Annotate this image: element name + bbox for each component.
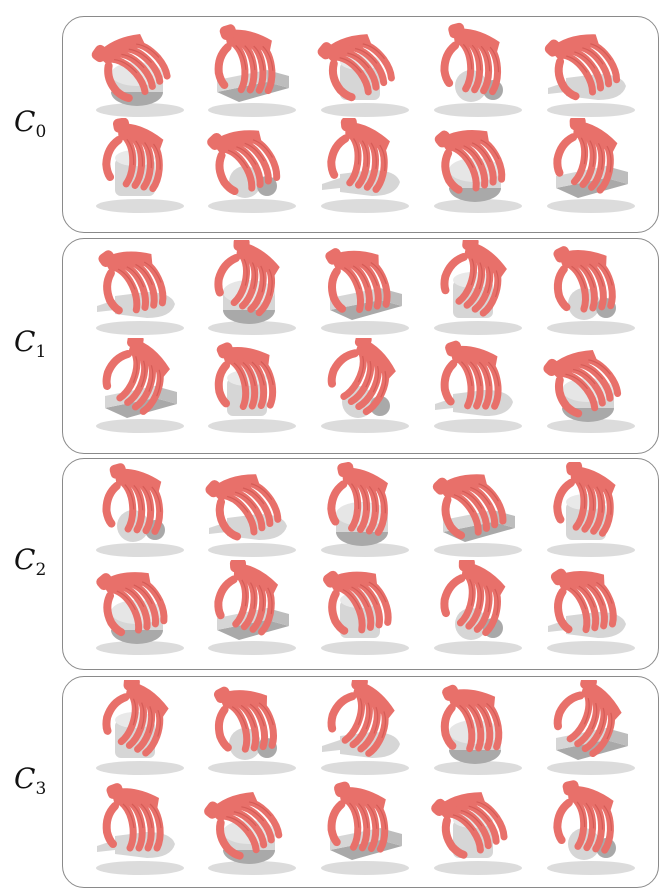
grasp-render-2-1-3 xyxy=(423,560,533,660)
grasp-render-3-1-0 xyxy=(85,780,195,880)
grasp-render-3-0-1 xyxy=(197,680,307,780)
grasp-render-2-1-1 xyxy=(197,560,307,660)
cluster-label-3: C3 xyxy=(14,762,47,799)
grasp-render-0-1-4 xyxy=(536,118,646,218)
grasp-render-1-1-3 xyxy=(423,338,533,438)
grasp-render-0-1-2 xyxy=(310,118,420,218)
cluster-label-0: C0 xyxy=(14,105,47,142)
grasp-render-2-0-3 xyxy=(423,462,533,562)
grasp-render-3-1-4 xyxy=(536,780,646,880)
grasp-render-1-0-4 xyxy=(536,240,646,340)
grasp-render-1-1-4 xyxy=(536,338,646,438)
grasp-render-1-0-1 xyxy=(197,240,307,340)
grasp-render-3-1-2 xyxy=(310,780,420,880)
grasp-render-0-0-2 xyxy=(310,22,420,122)
grasp-render-0-1-1 xyxy=(197,118,307,218)
grasp-render-0-0-0 xyxy=(85,22,195,122)
cluster-label-2: C2 xyxy=(14,543,47,580)
grasp-render-1-0-0 xyxy=(85,240,195,340)
grasp-render-0-1-0 xyxy=(85,118,195,218)
grasp-render-0-0-4 xyxy=(536,22,646,122)
grasp-render-2-1-4 xyxy=(536,560,646,660)
grasp-render-3-0-0 xyxy=(85,680,195,780)
grasp-render-1-1-2 xyxy=(310,338,420,438)
grasp-render-1-0-2 xyxy=(310,240,420,340)
grasp-render-0-1-3 xyxy=(423,118,533,218)
grasp-render-3-0-2 xyxy=(310,680,420,780)
grasp-render-2-0-2 xyxy=(310,462,420,562)
grasp-render-2-1-2 xyxy=(310,560,420,660)
grasp-render-3-0-3 xyxy=(423,680,533,780)
grasp-render-1-0-3 xyxy=(423,240,533,340)
grasp-render-1-1-0 xyxy=(85,338,195,438)
grasp-render-3-0-4 xyxy=(536,680,646,780)
grasp-render-2-0-1 xyxy=(197,462,307,562)
grasp-render-2-0-4 xyxy=(536,462,646,562)
grasp-render-2-1-0 xyxy=(85,560,195,660)
grasp-render-3-1-3 xyxy=(423,780,533,880)
grasp-render-2-0-0 xyxy=(85,462,195,562)
grasp-render-1-1-1 xyxy=(197,338,307,438)
grasp-render-3-1-1 xyxy=(197,780,307,880)
grasp-render-0-0-1 xyxy=(197,22,307,122)
grasp-render-0-0-3 xyxy=(423,22,533,122)
cluster-label-1: C1 xyxy=(14,325,47,362)
